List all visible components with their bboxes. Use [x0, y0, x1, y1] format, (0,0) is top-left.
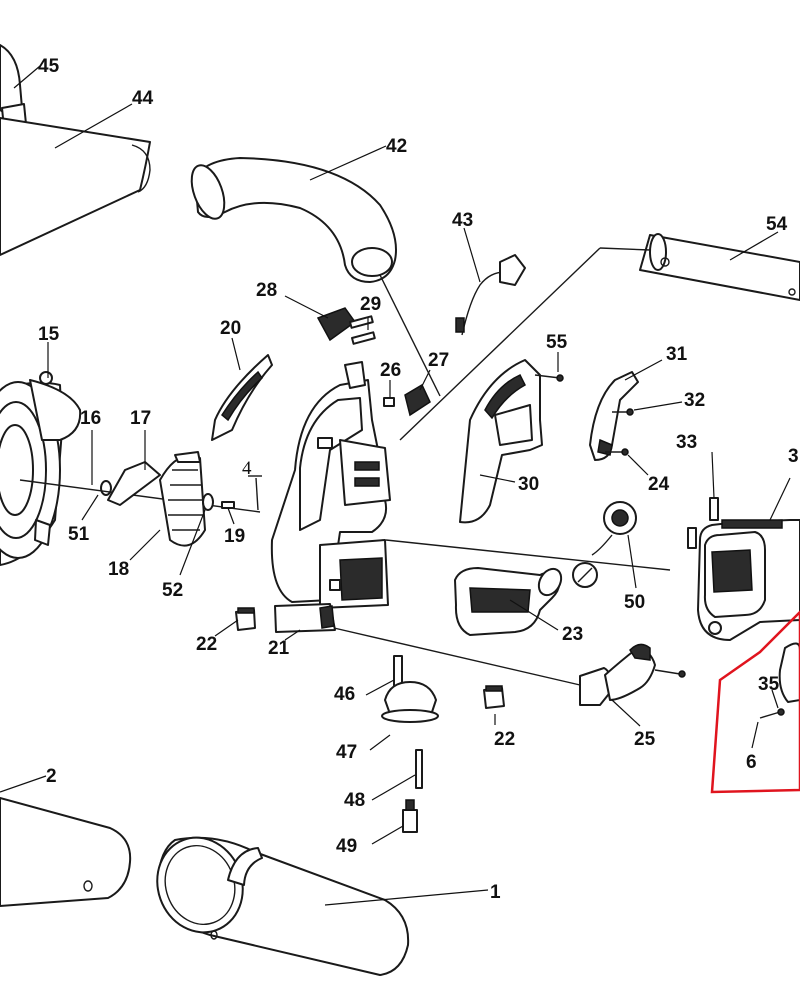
- part-label-29: 29: [360, 294, 381, 315]
- part-label-32: 32: [684, 390, 705, 411]
- main-housing-drawing: [270, 361, 391, 609]
- part-label-49: 49: [336, 836, 357, 857]
- part-label-28: 28: [256, 280, 277, 301]
- highlight-outline: [710, 610, 800, 794]
- part-23-drawing: [454, 567, 563, 636]
- part-47-drawing: [369, 681, 439, 751]
- part-26-27-drawing: [379, 274, 441, 417]
- part-label-23: 23: [562, 624, 583, 645]
- part-28-29-drawing: [284, 295, 376, 345]
- part-16-51-drawing: [19, 430, 261, 521]
- part-label-4: 4: [242, 458, 252, 479]
- part-label-33: 33: [676, 432, 697, 453]
- part-labels: 45 44 42 43 54 28 29 20 15 55 31 26 27 3…: [38, 56, 799, 903]
- part-49-drawing: [371, 799, 418, 845]
- part-label-17: 17: [130, 408, 151, 429]
- part-label-35: 35: [758, 674, 780, 695]
- part-label-25: 25: [634, 729, 656, 750]
- part-21-drawing: [274, 603, 581, 686]
- part-label-52: 52: [162, 580, 183, 601]
- part-label-51: 51: [68, 524, 90, 545]
- part-50-drawing: [385, 501, 671, 589]
- part-label-6: 6: [746, 752, 757, 773]
- part-4-drawing: [248, 475, 262, 511]
- part-17-drawing: [107, 430, 161, 506]
- part-42-drawing: [190, 145, 397, 283]
- part-label-46: 46: [334, 684, 355, 705]
- part-55-drawing: [534, 352, 564, 382]
- part-22a-drawing: [214, 607, 256, 637]
- part-3-drawing: [697, 477, 800, 641]
- part-label-45: 45: [38, 56, 60, 77]
- part-label-30: 30: [518, 474, 539, 495]
- part-2-drawing: [0, 775, 132, 907]
- part-label-24: 24: [648, 474, 670, 495]
- part-54-drawing: [639, 231, 800, 301]
- part-label-21: 21: [268, 638, 290, 659]
- part-33-drawing: [687, 451, 719, 549]
- part-label-31: 31: [666, 344, 688, 365]
- part-label-47: 47: [336, 742, 357, 763]
- part-label-16: 16: [80, 408, 101, 429]
- part-label-22a: 22: [196, 634, 217, 655]
- part-label-43: 43: [452, 210, 473, 231]
- part-label-20: 20: [220, 318, 241, 339]
- part-label-50: 50: [624, 592, 645, 613]
- part-label-44: 44: [132, 88, 154, 109]
- part-48-drawing: [371, 749, 423, 801]
- part-label-48: 48: [344, 790, 365, 811]
- part-label-3: 3: [788, 446, 799, 467]
- part-label-55: 55: [546, 332, 568, 353]
- part-label-22b: 22: [494, 729, 515, 750]
- part-31-drawing: [589, 359, 663, 461]
- part-label-42: 42: [386, 136, 407, 157]
- part-43-drawing: [455, 227, 526, 336]
- part-15-drawing: [0, 342, 82, 566]
- part-label-15: 15: [38, 324, 60, 345]
- part-18-drawing: [129, 451, 206, 561]
- part-1-drawing: [156, 836, 489, 976]
- part-52-19-drawing: [179, 493, 235, 576]
- part-label-54: 54: [766, 214, 788, 235]
- part-25-drawing: [579, 643, 686, 727]
- part-label-2: 2: [46, 766, 57, 787]
- part-45-drawing: [0, 44, 41, 129]
- part-label-19: 19: [224, 526, 245, 547]
- part-22b-drawing: [483, 685, 505, 725]
- part-label-1: 1: [490, 882, 501, 903]
- part-label-27: 27: [428, 350, 449, 371]
- part-label-26: 26: [380, 360, 401, 381]
- part-label-18: 18: [108, 559, 129, 580]
- part-35-6-drawing: [751, 642, 800, 749]
- part-30-drawing: [399, 247, 651, 524]
- part-32-24-drawing: [605, 401, 683, 476]
- part-20-drawing: [211, 337, 273, 441]
- part-44-drawing: [0, 103, 151, 256]
